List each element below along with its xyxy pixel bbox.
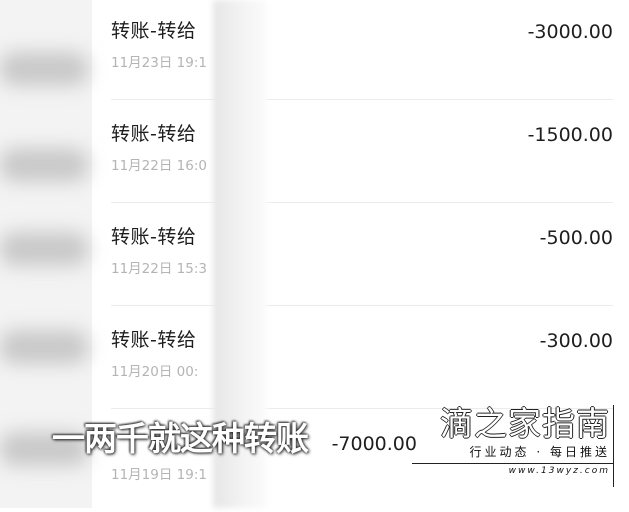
transaction-title: 转账-转给 — [111, 123, 197, 145]
transaction-date: 11月22日 15:3 — [111, 261, 207, 277]
watermark: 滴之家指南 行业动态 · 每日推送 www.13wyz.com — [412, 404, 614, 487]
transaction-date: 11月23日 19:1 — [111, 55, 207, 71]
blurred-recipient-name — [213, 0, 267, 508]
transaction-amount: -500.00 — [539, 227, 613, 249]
transaction-amount: -3000.00 — [527, 21, 613, 43]
video-subtitle: 一两千就这种转账 — [52, 419, 309, 458]
row-divider — [111, 408, 613, 409]
transaction-amount: -300.00 — [539, 330, 613, 352]
transaction-row[interactable]: 11月19日 19:1 -7000.00 — [92, 409, 629, 512]
blurred-avatar — [0, 52, 88, 86]
transaction-amount: -1500.00 — [527, 124, 613, 146]
watermark-url: www.13wyz.com — [508, 466, 610, 476]
transaction-date: 11月22日 16:0 — [111, 158, 207, 174]
watermark-divider — [412, 463, 614, 464]
transaction-row[interactable]: 转账-转给 11月22日 15:3 -500.00 — [92, 203, 629, 306]
row-divider — [111, 202, 613, 203]
transaction-row[interactable]: 转账-转给 11月20日 00: -300.00 — [92, 306, 629, 409]
transaction-title: 转账-转给 — [111, 20, 197, 42]
watermark-name: 滴之家指南 — [440, 404, 610, 443]
watermark-tagline: 行业动态 · 每日推送 — [469, 445, 610, 459]
blurred-avatar — [0, 148, 88, 182]
transaction-row[interactable]: 转账-转给 11月23日 19:1 -3000.00 — [92, 0, 629, 100]
blurred-avatar — [0, 232, 88, 266]
blurred-avatar — [0, 330, 88, 364]
watermark-divider — [613, 405, 614, 487]
row-divider — [111, 99, 613, 100]
blurred-avatar-column — [0, 0, 92, 508]
transaction-title: 转账-转给 — [111, 226, 197, 248]
transaction-date: 11月20日 00: — [111, 364, 199, 380]
transaction-row[interactable]: 转账-转给 11月22日 16:0 -1500.00 — [92, 100, 629, 203]
transaction-date: 11月19日 19:1 — [111, 467, 207, 483]
row-divider — [111, 305, 613, 306]
transaction-title: 转账-转给 — [111, 329, 197, 351]
transaction-amount: -7000.00 — [331, 433, 417, 455]
blurred-avatar — [0, 432, 88, 466]
